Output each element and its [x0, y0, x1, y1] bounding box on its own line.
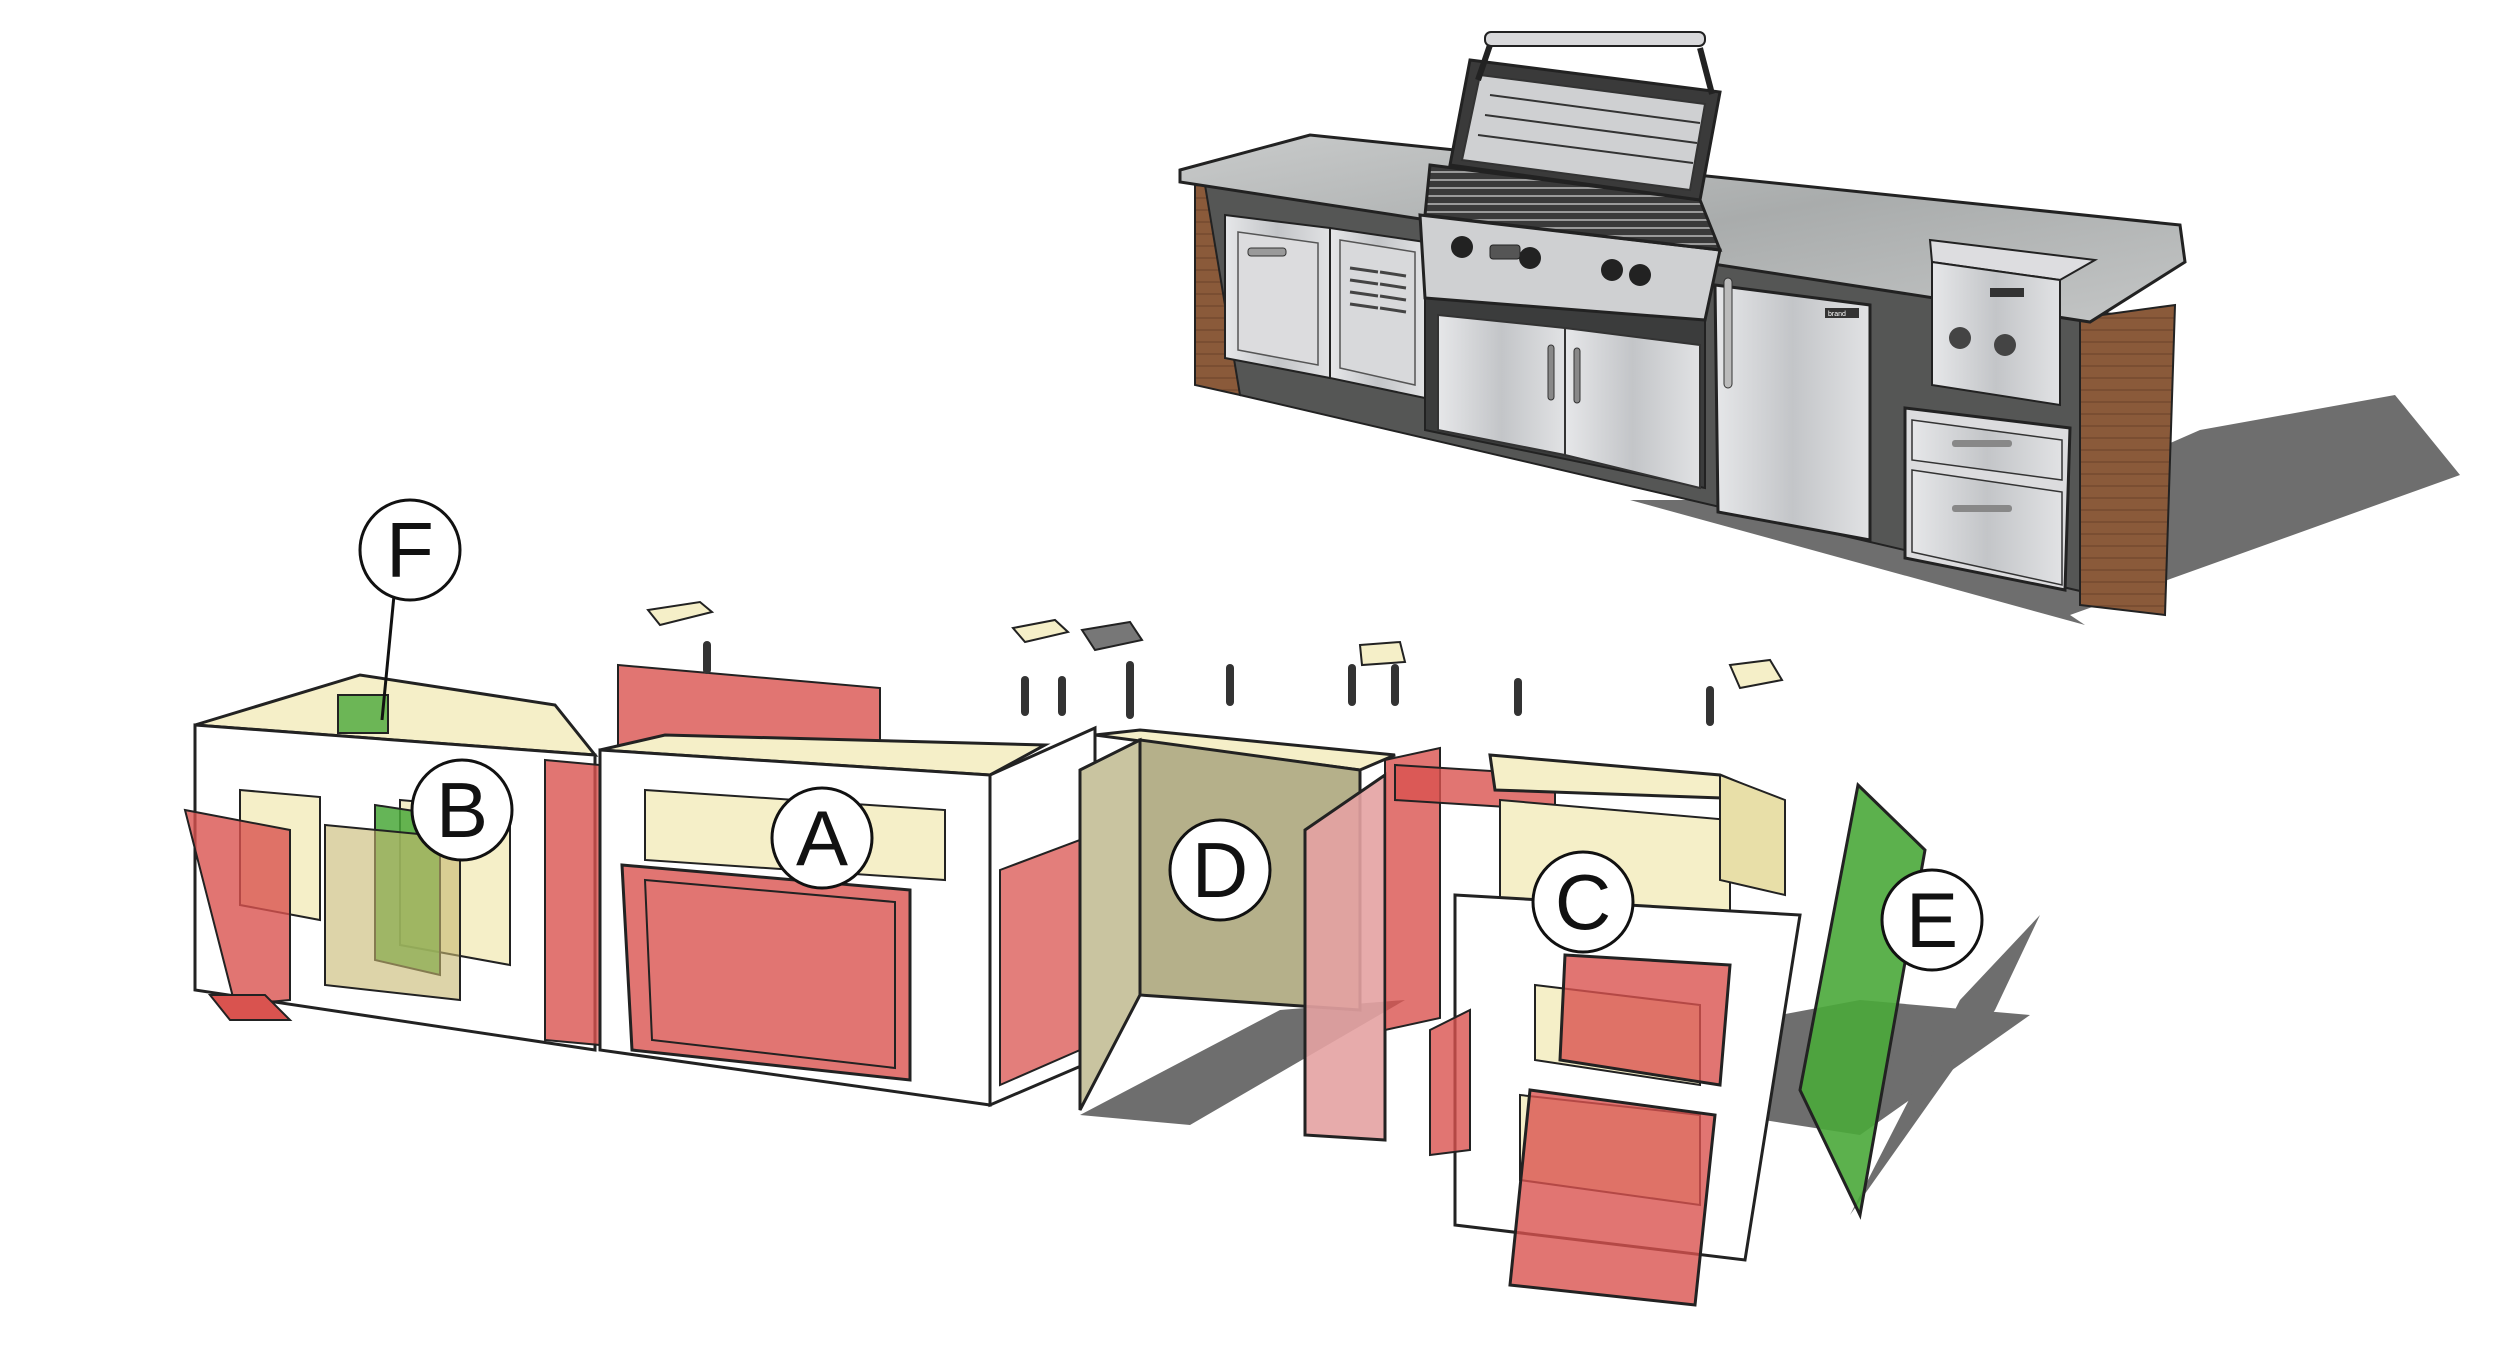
grill-knob-3 [1601, 259, 1623, 281]
callout-b-label: B [436, 766, 488, 854]
a-red-front-opening [620, 863, 912, 1082]
callout-c: C [1531, 850, 1635, 954]
a-red-side-panel [999, 838, 1081, 1087]
clip-2 [1011, 618, 1071, 644]
f-bracket [337, 694, 389, 734]
refrigerator: brand [1713, 277, 1872, 542]
svg-text:brand: brand [1828, 311, 1846, 318]
d-red-end-panel [1303, 772, 1387, 1142]
b-red-door-panel [183, 808, 291, 1007]
island-brick-side-right [2079, 303, 2177, 617]
burner-knob-1 [1949, 327, 1971, 349]
b-a-red-spacer [544, 758, 601, 1047]
grill-knob-4 [1629, 264, 1651, 286]
c-red-drawer-front-bottom [1508, 1088, 1717, 1307]
panel-e-green [1798, 781, 1927, 1220]
clip-4 [1358, 640, 1407, 667]
d-red-filler-panel [1384, 746, 1441, 1032]
double-drawers [1903, 406, 2072, 592]
callout-d: D [1168, 818, 1272, 922]
grill-knob-2 [1519, 247, 1541, 269]
shadow-panel-e [1850, 915, 2040, 1215]
module-c [1429, 753, 1802, 1307]
c-red-drawer-front-top [1558, 953, 1732, 1087]
callout-a: A [770, 786, 874, 890]
callout-d-label: D [1192, 826, 1248, 914]
built-in-grill [1418, 31, 1723, 322]
callouts: F B A D C E [358, 498, 1984, 972]
b-cream-door-panel [324, 823, 461, 1002]
callout-a-label: A [796, 794, 848, 882]
callout-f-leader [380, 584, 397, 721]
clip-5 [1728, 658, 1784, 690]
callout-c-label: C [1555, 858, 1611, 946]
clip-1 [646, 600, 715, 627]
module-b [183, 673, 599, 1052]
c-red-side-panel [1429, 1008, 1471, 1157]
callout-f-label: F [386, 506, 434, 594]
callout-b: B [410, 758, 514, 862]
assembled-island: brand [1178, 31, 2460, 625]
vented-access-door [1329, 226, 1426, 400]
module-a [598, 663, 1097, 1108]
fastener-pins [703, 641, 1714, 726]
callout-e-label: E [1906, 876, 1958, 964]
trash-drawer [1224, 213, 1331, 380]
exploded-assembly [183, 600, 2040, 1307]
b-mounting-foot [207, 994, 293, 1021]
grill-knob-1 [1451, 236, 1473, 258]
side-burner [1928, 238, 2099, 407]
burner-knob-2 [1994, 334, 2016, 356]
callout-f: F [358, 498, 462, 602]
clip-3-dark [1080, 620, 1144, 652]
callout-e: E [1880, 868, 1984, 972]
